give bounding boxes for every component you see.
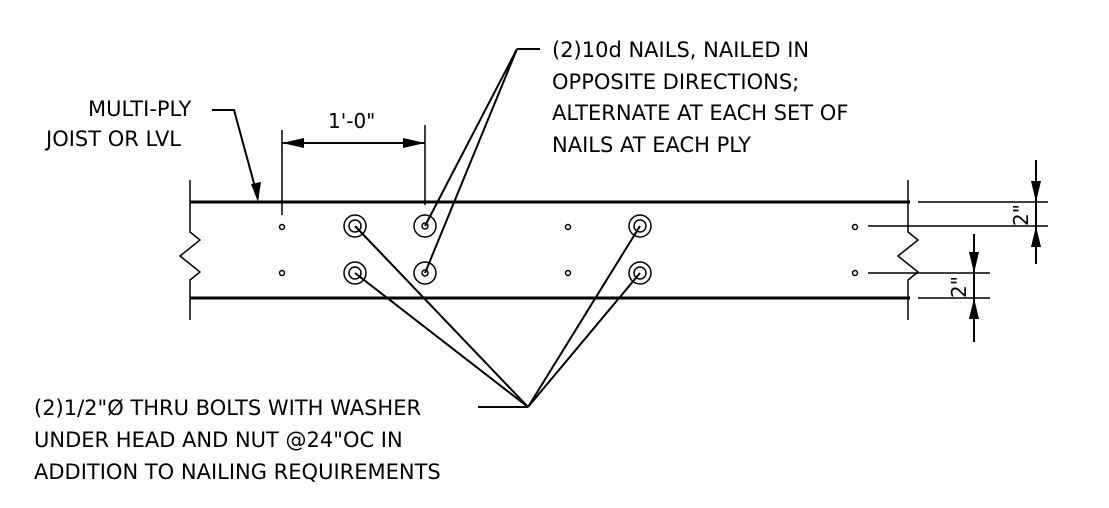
spacing-dimension-text: 1'-0" (328, 109, 375, 133)
bolt (628, 261, 652, 285)
nail-note-line1: (2)10d NAILS, NAILED IN (552, 38, 809, 62)
member-label: MULTI-PLY JOIST OR LVL (44, 97, 261, 202)
member-label-line1: MULTI-PLY (88, 97, 191, 121)
nail-note-line2: OPPOSITE DIRECTIONS; (552, 70, 799, 94)
nail (278, 223, 286, 231)
member-label-line2: JOIST OR LVL (44, 127, 181, 151)
bolt-note-line3: ADDITION TO NAILING REQUIREMENTS (34, 460, 441, 484)
multi-ply-joist (178, 180, 920, 320)
nail (851, 269, 859, 277)
nail-note-line3: ALTERNATE AT EACH SET OF (552, 101, 848, 125)
bolt (413, 214, 437, 238)
bolt-note-line1: (2)1/2"Ø THRU BOLTS WITH WASHER (34, 396, 421, 420)
bolt (413, 261, 437, 285)
edge-top-dim-text: 2" (1009, 204, 1033, 226)
nail (851, 223, 859, 231)
edge-dimensions: 2" 2" (868, 160, 1048, 342)
left-break-line (178, 180, 202, 320)
right-break-line (896, 180, 920, 320)
spacing-dimension: 1'-0" (281, 109, 426, 215)
nail-note: (2)10d NAILS, NAILED IN OPPOSITE DIRECTI… (424, 38, 848, 274)
nail-note-line4: NAILS AT EACH PLY (552, 133, 751, 157)
nails (278, 223, 859, 277)
bolt (343, 261, 367, 285)
bolt (343, 214, 367, 238)
bolt-note-line2: UNDER HEAD AND NUT @24"OC IN (34, 428, 403, 452)
edge-bottom-dim-text: 2" (947, 276, 971, 298)
bolt-note: (2)1/2"Ø THRU BOLTS WITH WASHER UNDER HE… (34, 225, 641, 484)
nail (564, 223, 572, 231)
bolt (628, 214, 652, 238)
bolts (343, 214, 652, 285)
nail (278, 269, 286, 277)
nail (564, 269, 572, 277)
